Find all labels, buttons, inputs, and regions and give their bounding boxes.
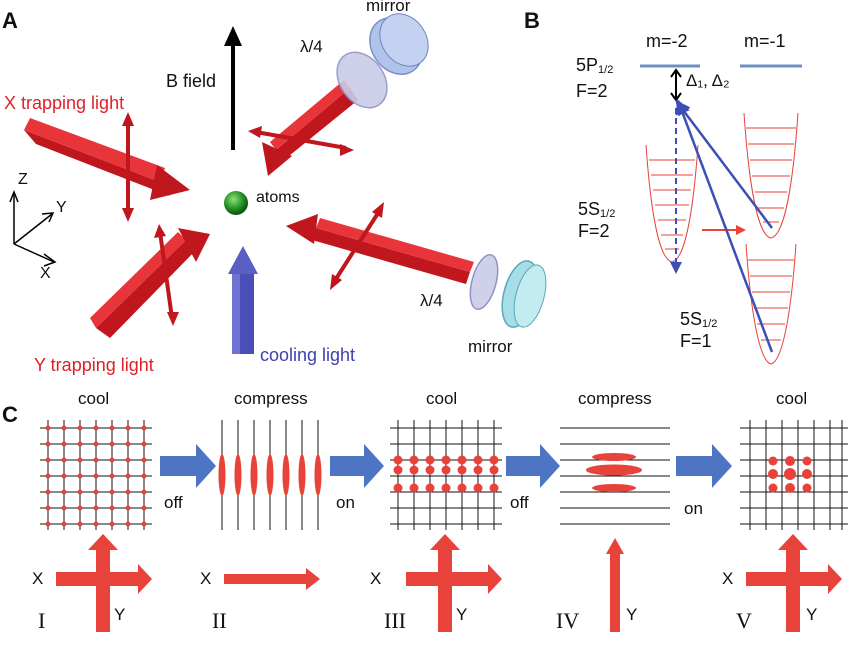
- transition-label-4: on: [684, 499, 703, 518]
- atoms-label: atoms: [256, 189, 300, 206]
- panel-label-b: B: [524, 8, 540, 33]
- lattice-v: [740, 420, 848, 530]
- x-trapping-label: X trapping light: [4, 93, 125, 113]
- axis-y-label: Y: [56, 199, 67, 216]
- axis-tripod: [9, 189, 57, 267]
- retro-beam-top: [248, 80, 358, 176]
- step-title-ii: compress: [234, 389, 308, 408]
- transition-label-2: on: [336, 493, 355, 512]
- ground-f1-f-label: F=1: [680, 331, 712, 351]
- excited-f-label: F=2: [576, 81, 608, 101]
- b-field-arrow: [224, 26, 242, 150]
- lattice-v-atoms: [768, 456, 812, 493]
- transition-label-1: off: [164, 493, 183, 512]
- beam-config-v: [746, 534, 842, 632]
- process-arrow-2: [330, 444, 384, 488]
- panel-c-diagram: [40, 420, 848, 632]
- beam-iii-y-label: Y: [456, 605, 468, 624]
- trap-f2-left: [645, 144, 699, 263]
- step-title-iii: cool: [426, 389, 458, 408]
- cooling-light-label: cooling light: [260, 345, 356, 365]
- qwp-right-label: λ/4: [420, 291, 443, 310]
- step-title-i: cool: [78, 389, 110, 408]
- optics-top: [336, 13, 429, 109]
- step-roman-i: I: [38, 608, 46, 633]
- step-roman-iii: III: [384, 608, 406, 633]
- beam-config-iii: [406, 534, 502, 632]
- panel-label-a: A: [2, 8, 18, 33]
- mirror-right-label: mirror: [468, 337, 513, 356]
- beam-v-y-label: Y: [806, 605, 818, 624]
- m-minus2-label: m=-2: [646, 31, 688, 51]
- beam-iv-y-label: Y: [626, 605, 638, 624]
- y-trapping-label: Y trapping light: [34, 355, 154, 375]
- step-roman-iv: IV: [556, 608, 580, 633]
- step-roman-v: V: [736, 608, 752, 633]
- panel-b-diagram: [640, 64, 802, 365]
- qwp-top-label: λ/4: [300, 37, 323, 56]
- detuning-arrow: [670, 68, 682, 102]
- excited-state-label: 5P1/2: [576, 55, 614, 76]
- panel-label-c: C: [2, 402, 18, 427]
- retro-beam-right: [286, 202, 474, 290]
- axis-x-label: X: [40, 265, 51, 282]
- lattice-iii-atoms: [393, 455, 499, 493]
- step-title-v: cool: [776, 389, 808, 408]
- beam-i-y-label: Y: [114, 605, 126, 624]
- lattice-iv: [560, 427, 670, 525]
- transition-f1: [675, 98, 774, 353]
- trap-f2-right: [743, 112, 799, 239]
- m-minus1-label: m=-1: [744, 31, 786, 51]
- x-trapping-beam: [24, 112, 190, 222]
- step-roman-ii: II: [212, 608, 227, 633]
- transition-f2: [675, 100, 773, 229]
- process-arrow-3: [506, 444, 560, 488]
- panel-a-diagram: [9, 13, 547, 354]
- beam-config-iv: [606, 538, 624, 632]
- step-title-iv: compress: [578, 389, 652, 408]
- detuning-label: Δ₁, Δ₂: [686, 71, 730, 90]
- beam-ii-x-label: X: [200, 569, 212, 588]
- beam-config-ii: [224, 568, 320, 590]
- lattice-i-atoms: [45, 425, 147, 527]
- beam-config-i: [56, 534, 152, 632]
- cooling-beam: [228, 246, 258, 354]
- y-trapping-beam: [90, 224, 210, 338]
- beam-i-x-label: X: [32, 569, 44, 588]
- lattice-iv-atoms: [586, 453, 642, 492]
- axis-z-label: Z: [18, 171, 28, 188]
- lattice-ii-atoms: [218, 454, 322, 496]
- trap-f1: [745, 243, 797, 365]
- beam-iii-x-label: X: [370, 569, 382, 588]
- process-arrow-1: [160, 444, 216, 488]
- lattice-iii: [390, 420, 502, 530]
- beam-v-x-label: X: [722, 569, 734, 588]
- ground-f2-state-label: 5S1/2: [578, 199, 616, 220]
- b-field-label: B field: [166, 71, 217, 91]
- ground-f2-f-label: F=2: [578, 221, 610, 241]
- ground-f1-state-label: 5S1/2: [680, 309, 718, 330]
- optics-right: [469, 254, 547, 328]
- transition-label-3: off: [510, 493, 529, 512]
- atom-cloud: [224, 191, 248, 215]
- mirror-top-label: mirror: [366, 0, 411, 15]
- trap-shift-arrow: [702, 225, 746, 235]
- process-arrow-4: [676, 444, 732, 488]
